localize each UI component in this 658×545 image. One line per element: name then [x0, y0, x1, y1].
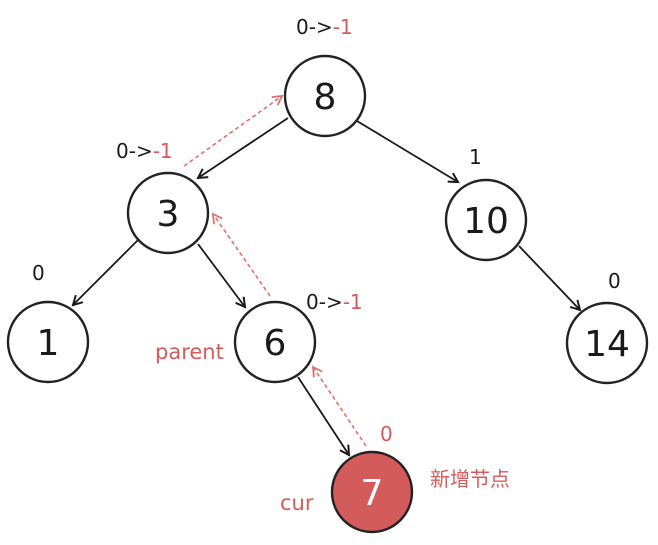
bf-node-8: 0->-1 — [296, 15, 353, 39]
bf-node-8-new: -1 — [333, 15, 353, 39]
node-7-new: 7 — [330, 450, 414, 534]
node-3-label: 3 — [157, 194, 180, 235]
node-3: 3 — [126, 171, 210, 255]
node-6: 6 — [233, 300, 317, 384]
edge-8-3 — [198, 117, 289, 178]
bf-node-1: 0 — [32, 261, 45, 285]
update-arrow-3-8 — [183, 94, 284, 167]
bf-node-14: 0 — [608, 269, 621, 293]
update-arrow-6-3 — [211, 212, 271, 297]
node-10: 10 — [444, 178, 528, 262]
bf-node-7: 0 — [380, 422, 393, 446]
edge-3-6 — [197, 243, 245, 307]
update-arrow-7-6 — [311, 365, 367, 447]
new-node-label: 新增节点 — [430, 467, 510, 491]
node-8-label: 8 — [314, 77, 337, 118]
bf-node-6-old: 0-> — [306, 290, 343, 314]
node-1: 1 — [6, 300, 90, 384]
node-6-label: 6 — [264, 323, 287, 364]
edge-6-7 — [297, 376, 349, 455]
bf-node-3-new: -1 — [153, 139, 173, 163]
parent-label: parent — [155, 340, 224, 364]
edge-3-1 — [73, 239, 139, 305]
bf-node-8-old: 0-> — [296, 15, 333, 39]
bf-node-3: 0->-1 — [116, 139, 173, 163]
bf-node-6-new: -1 — [343, 290, 363, 314]
node-14-label: 14 — [584, 324, 630, 365]
bf-node-10: 1 — [469, 145, 482, 169]
node-7-label: 7 — [361, 473, 384, 514]
node-8: 8 — [283, 54, 367, 138]
cur-label: cur — [280, 491, 314, 515]
node-10-label: 10 — [463, 201, 509, 242]
edge-10-14 — [518, 245, 580, 310]
bf-node-3-old: 0-> — [116, 139, 153, 163]
node-1-label: 1 — [37, 323, 60, 364]
bf-node-6: 0->-1 — [306, 290, 363, 314]
edge-8-10 — [356, 120, 458, 182]
node-14: 14 — [565, 301, 649, 385]
